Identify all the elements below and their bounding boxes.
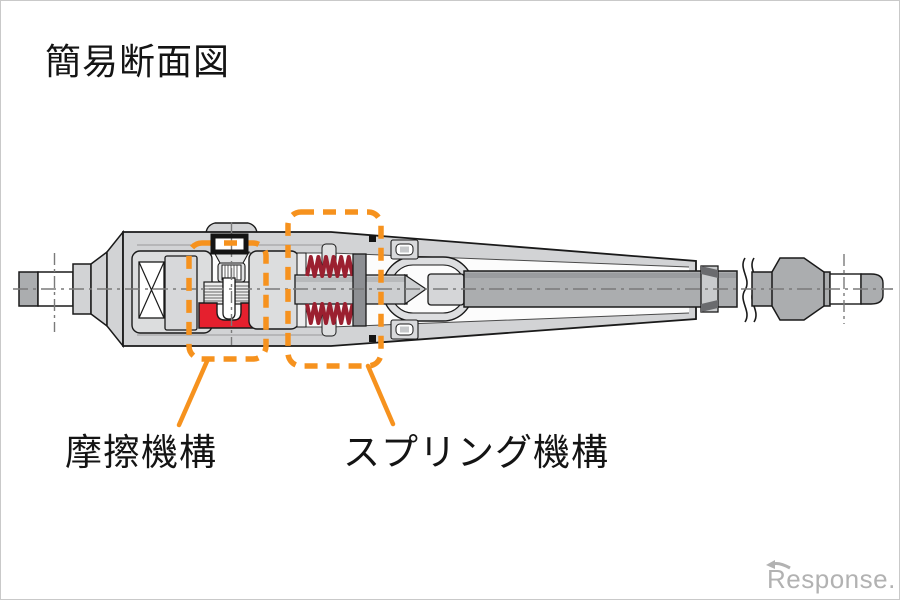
coil-spring-bottom bbox=[305, 302, 355, 325]
watermark-text: Response. bbox=[767, 564, 896, 594]
rod-end-cap bbox=[860, 273, 884, 305]
page-title: 簡易断面図 bbox=[45, 41, 231, 82]
rod-seal-top bbox=[701, 266, 718, 278]
label-friction-mechanism: 摩擦機構 bbox=[65, 432, 217, 473]
center-pin bbox=[222, 277, 236, 320]
watermark: Response. bbox=[766, 560, 896, 595]
section-dot-bottom bbox=[369, 335, 376, 342]
housing-mounts bbox=[369, 235, 419, 342]
watermark-arrow-icon bbox=[766, 560, 791, 570]
spring-end-plate bbox=[352, 253, 367, 327]
coil-spring-top bbox=[305, 255, 355, 278]
spring-leader-line bbox=[365, 363, 396, 427]
adjuster-cap-frame bbox=[210, 233, 249, 255]
highlights bbox=[176, 209, 396, 428]
output-rod bbox=[463, 257, 884, 323]
friction-leader-line bbox=[176, 356, 211, 428]
spring-highlight-box bbox=[285, 209, 384, 369]
centerlines bbox=[13, 222, 893, 345]
bearing-block bbox=[131, 250, 213, 334]
label-spring-mechanism: スプリング機構 bbox=[343, 432, 609, 473]
friction-pad-red bbox=[198, 302, 256, 329]
friction-highlight-box bbox=[186, 240, 269, 362]
section-dot-top bbox=[369, 235, 376, 242]
rod-seal-bottom bbox=[701, 300, 718, 312]
